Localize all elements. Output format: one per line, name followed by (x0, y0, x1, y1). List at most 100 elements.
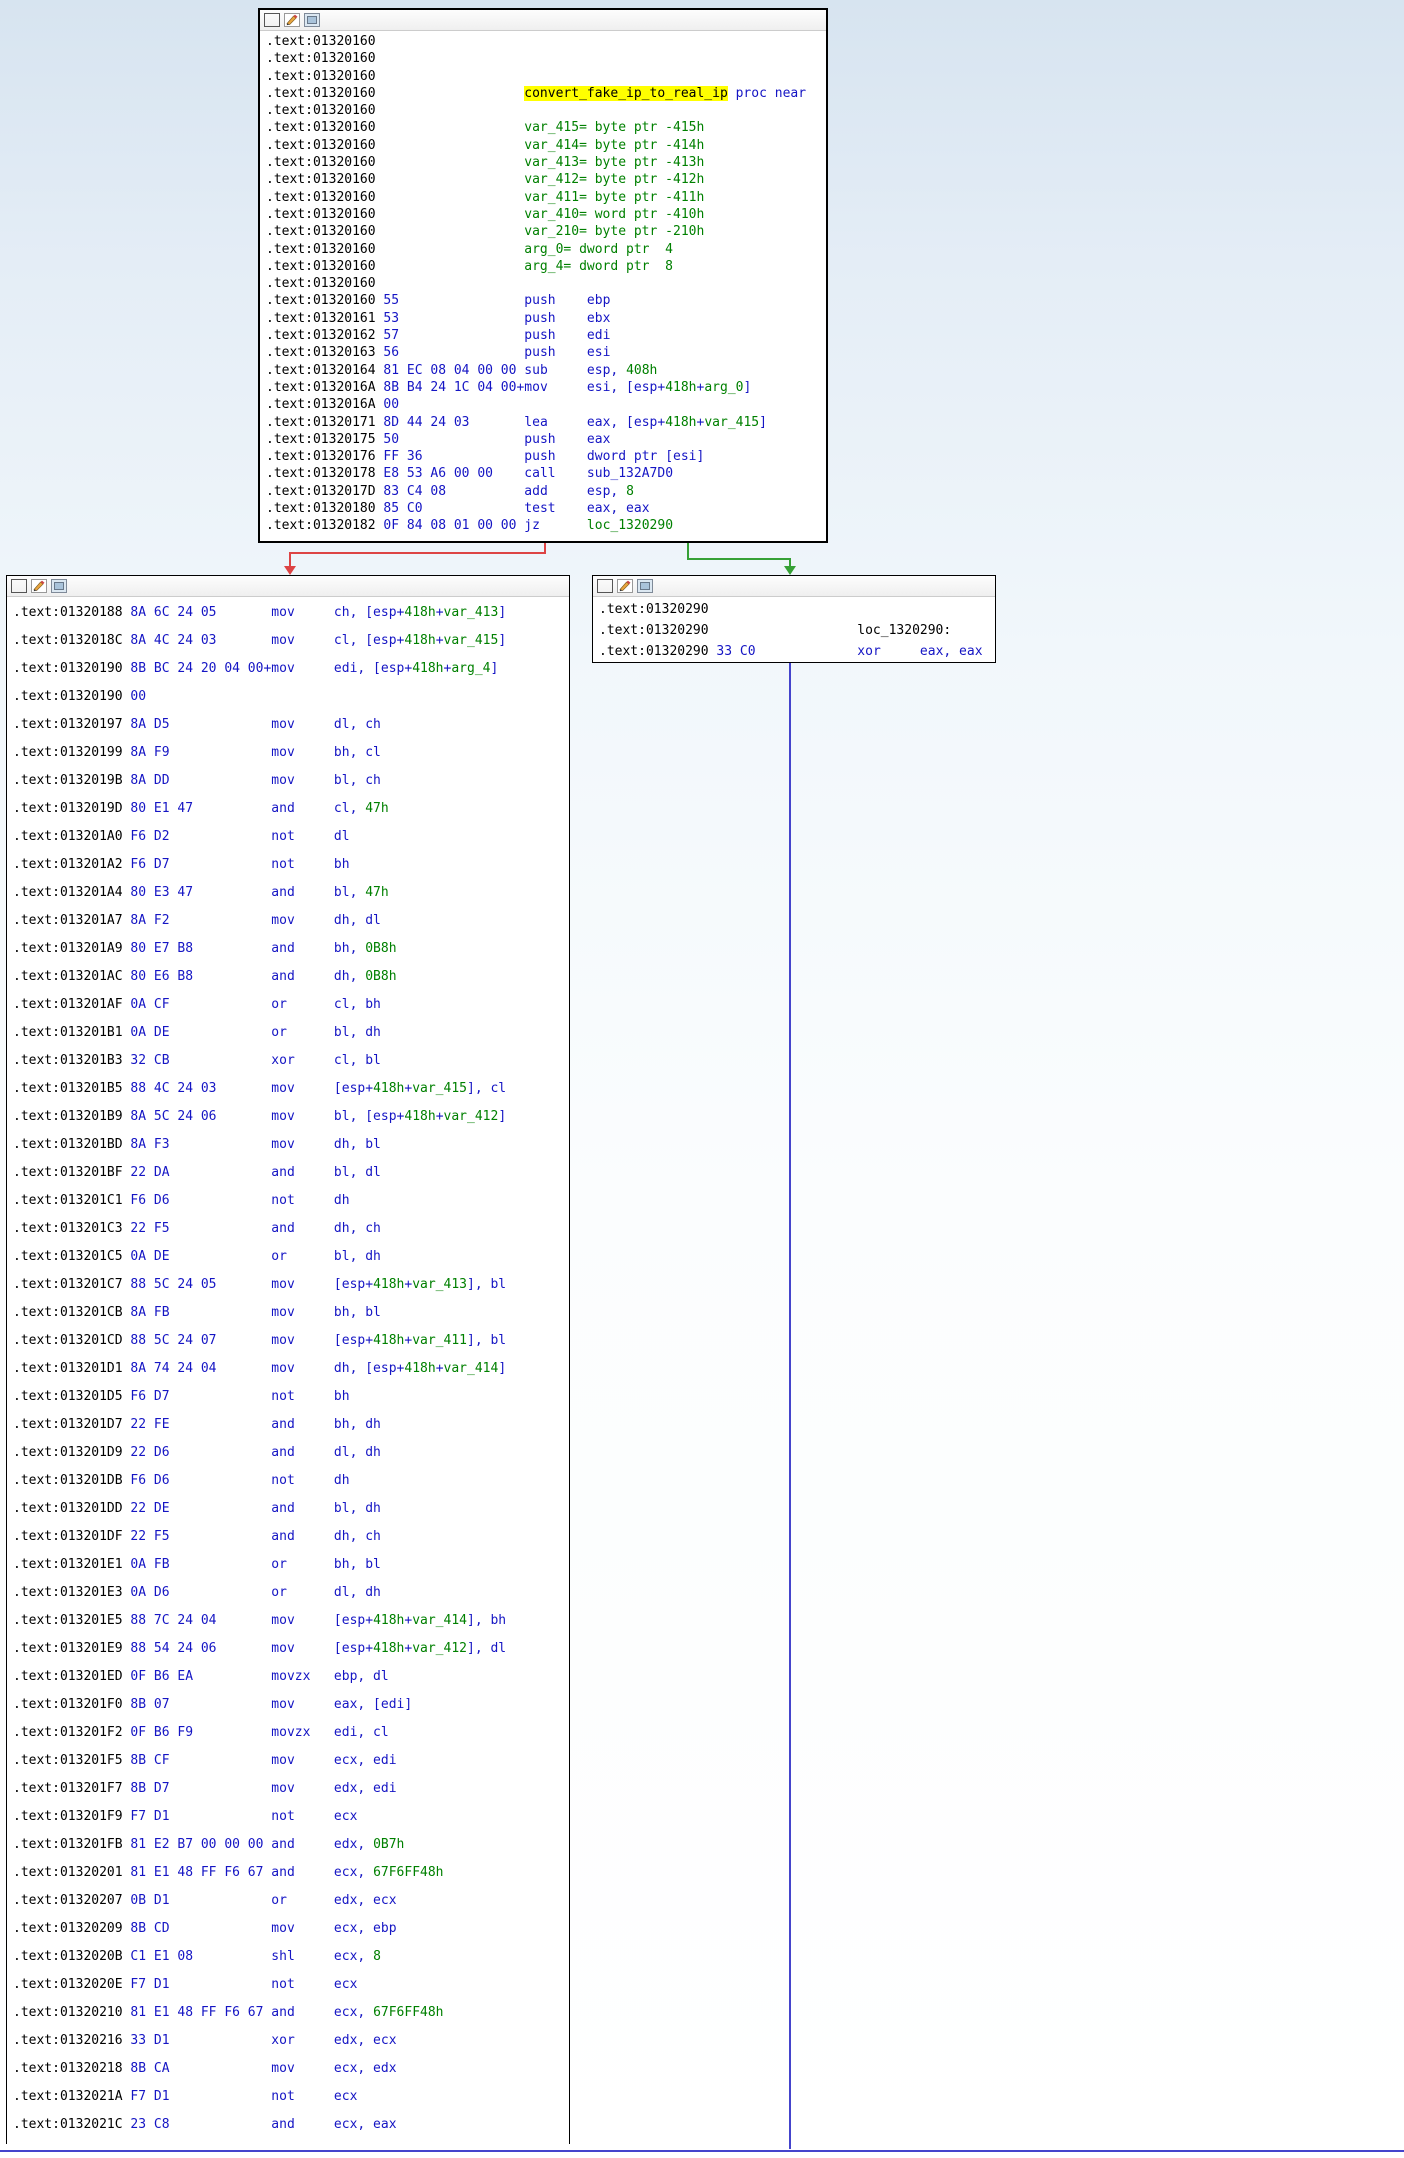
code-line[interactable]: .text:01320218 8B CA mov ecx, edx (13, 2055, 569, 2083)
code-line[interactable]: .text:01320160 var_415= byte ptr -415h (266, 119, 826, 136)
basic-block-fallthrough[interactable]: .text:01320188 8A 6C 24 05 mov ch, [esp+… (6, 575, 570, 2144)
code-line[interactable]: .text:013201F9 F7 D1 not ecx (13, 1803, 569, 1831)
code-line[interactable]: .text:013201BF 22 DA and bl, dl (13, 1159, 569, 1187)
code-line[interactable]: .text:0132020B C1 E1 08 shl ecx, 8 (13, 1943, 569, 1971)
node-edit-icon[interactable] (284, 13, 300, 27)
code-line[interactable]: .text:013201CB 8A FB mov bh, bl (13, 1299, 569, 1327)
code-line[interactable]: .text:0132016A 8B B4 24 1C 04 00+mov esi… (266, 379, 826, 396)
code-line[interactable]: .text:01320216 33 D1 xor edx, ecx (13, 2027, 569, 2055)
code-line[interactable]: .text:013201A4 80 E3 47 and bl, 47h (13, 879, 569, 907)
code-line[interactable]: .text:01320160 (266, 102, 826, 119)
code-line[interactable]: .text:01320162 57 push edi (266, 327, 826, 344)
code-line[interactable]: .text:0132020E F7 D1 not ecx (13, 1971, 569, 1999)
code-line[interactable]: .text:013201C3 22 F5 and dh, ch (13, 1215, 569, 1243)
code-line[interactable]: .text:01320160 var_413= byte ptr -413h (266, 154, 826, 171)
code-line[interactable]: .text:013201B5 88 4C 24 03 mov [esp+418h… (13, 1075, 569, 1103)
code-line[interactable]: .text:013201A2 F6 D7 not bh (13, 851, 569, 879)
code-line[interactable]: .text:013201F0 8B 07 mov eax, [edi] (13, 1691, 569, 1719)
node-titlebar[interactable] (7, 576, 569, 597)
code-line[interactable]: .text:01320188 8A 6C 24 05 mov ch, [esp+… (13, 599, 569, 627)
code-line[interactable]: .text:0132016A 00 (266, 396, 826, 413)
code-line[interactable]: .text:0132019D 80 E1 47 and cl, 47h (13, 795, 569, 823)
node-edit-icon[interactable] (31, 579, 47, 593)
code-line[interactable]: .text:013201C1 F6 D6 not dh (13, 1187, 569, 1215)
code-line[interactable]: .text:01320180 85 C0 test eax, eax (266, 500, 826, 517)
code-line[interactable]: .text:013201CD 88 5C 24 07 mov [esp+418h… (13, 1327, 569, 1355)
code-line[interactable]: .text:01320160 var_210= byte ptr -210h (266, 223, 826, 240)
code-line[interactable]: .text:013201D1 8A 74 24 04 mov dh, [esp+… (13, 1355, 569, 1383)
code-line[interactable]: .text:01320290 33 C0 xor eax, eax (599, 641, 995, 662)
code-line[interactable]: .text:013201FB 81 E2 B7 00 00 00 and edx… (13, 1831, 569, 1859)
code-line[interactable]: .text:0132018C 8A 4C 24 03 mov cl, [esp+… (13, 627, 569, 655)
code-line[interactable]: .text:013201D5 F6 D7 not bh (13, 1383, 569, 1411)
code-line[interactable]: .text:013201E1 0A FB or bh, bl (13, 1551, 569, 1579)
code-line[interactable]: .text:013201D7 22 FE and bh, dh (13, 1411, 569, 1439)
basic-block-entry[interactable]: .text:01320160.text:01320160.text:013201… (258, 8, 828, 543)
code-line[interactable]: .text:013201C5 0A DE or bl, dh (13, 1243, 569, 1271)
code-line[interactable]: .text:013201A9 80 E7 B8 and bh, 0B8h (13, 935, 569, 963)
code-line[interactable]: .text:01320160 var_410= word ptr -410h (266, 206, 826, 223)
node-color-icon[interactable] (11, 579, 27, 593)
node-frame-icon[interactable] (637, 579, 653, 593)
code-line[interactable]: .text:01320210 81 E1 48 FF F6 67 and ecx… (13, 1999, 569, 2027)
code-line[interactable]: .text:01320160 (266, 50, 826, 67)
code-line[interactable]: .text:01320160 var_414= byte ptr -414h (266, 137, 826, 154)
code-line[interactable]: .text:013201DF 22 F5 and dh, ch (13, 1523, 569, 1551)
code-line[interactable]: .text:01320190 8B BC 24 20 04 00+mov edi… (13, 655, 569, 683)
node-titlebar[interactable] (260, 10, 826, 31)
code-line[interactable]: .text:0132021C 23 C8 and ecx, eax (13, 2111, 569, 2139)
code-line[interactable]: .text:013201BD 8A F3 mov dh, bl (13, 1131, 569, 1159)
code-line[interactable]: .text:013201AF 0A CF or cl, bh (13, 991, 569, 1019)
code-line[interactable]: .text:0132021A F7 D1 not ecx (13, 2083, 569, 2111)
node-titlebar[interactable] (593, 576, 995, 597)
code-line[interactable]: .text:013201A7 8A F2 mov dh, dl (13, 907, 569, 935)
code-line[interactable]: .text:01320171 8D 44 24 03 lea eax, [esp… (266, 414, 826, 431)
code-line[interactable]: .text:01320197 8A D5 mov dl, ch (13, 711, 569, 739)
code-line[interactable]: .text:01320175 50 push eax (266, 431, 826, 448)
node-edit-icon[interactable] (617, 579, 633, 593)
code-line[interactable]: .text:01320160 (266, 275, 826, 292)
code-line[interactable]: .text:01320290 (599, 599, 995, 620)
node-color-icon[interactable] (264, 13, 280, 27)
code-line[interactable]: .text:013201F7 8B D7 mov edx, edi (13, 1775, 569, 1803)
code-line[interactable]: .text:01320209 8B CD mov ecx, ebp (13, 1915, 569, 1943)
node-frame-icon[interactable] (51, 579, 67, 593)
code-line[interactable]: .text:013201E9 88 54 24 06 mov [esp+418h… (13, 1635, 569, 1663)
code-line[interactable]: .text:01320176 FF 36 push dword ptr [esi… (266, 448, 826, 465)
node-color-icon[interactable] (597, 579, 613, 593)
code-line[interactable]: .text:01320164 81 EC 08 04 00 00 sub esp… (266, 362, 826, 379)
code-line[interactable]: .text:013201B3 32 CB xor cl, bl (13, 1047, 569, 1075)
code-line[interactable]: .text:01320178 E8 53 A6 00 00 call sub_1… (266, 465, 826, 482)
code-line[interactable]: .text:01320160 arg_4= dword ptr 8 (266, 258, 826, 275)
code-line[interactable]: .text:01320161 53 push ebx (266, 310, 826, 327)
code-line[interactable]: .text:013201B9 8A 5C 24 06 mov bl, [esp+… (13, 1103, 569, 1131)
code-line[interactable]: .text:013201C7 88 5C 24 05 mov [esp+418h… (13, 1271, 569, 1299)
code-line[interactable]: .text:01320160 arg_0= dword ptr 4 (266, 241, 826, 258)
code-line[interactable]: .text:013201A0 F6 D2 not dl (13, 823, 569, 851)
basic-block-jump-target[interactable]: .text:01320290.text:01320290 loc_1320290… (592, 575, 996, 663)
code-line[interactable]: .text:013201ED 0F B6 EA movzx ebp, dl (13, 1663, 569, 1691)
code-line[interactable]: .text:013201E5 88 7C 24 04 mov [esp+418h… (13, 1607, 569, 1635)
code-line[interactable]: .text:013201D9 22 D6 and dl, dh (13, 1439, 569, 1467)
code-line[interactable]: .text:01320160 var_412= byte ptr -412h (266, 171, 826, 188)
code-line[interactable]: .text:013201DD 22 DE and bl, dh (13, 1495, 569, 1523)
node-frame-icon[interactable] (304, 13, 320, 27)
code-line[interactable]: .text:01320207 0B D1 or edx, ecx (13, 1887, 569, 1915)
code-line[interactable]: .text:0132017D 83 C4 08 add esp, 8 (266, 483, 826, 500)
code-line[interactable]: .text:01320160 (266, 33, 826, 50)
code-line[interactable]: .text:013201F5 8B CF mov ecx, edi (13, 1747, 569, 1775)
code-line[interactable]: .text:013201B1 0A DE or bl, dh (13, 1019, 569, 1047)
code-line[interactable]: .text:013201AC 80 E6 B8 and dh, 0B8h (13, 963, 569, 991)
code-line[interactable]: .text:01320290 loc_1320290: (599, 620, 995, 641)
code-line[interactable]: .text:01320160 55 push ebp (266, 292, 826, 309)
code-line[interactable]: .text:01320201 81 E1 48 FF F6 67 and ecx… (13, 1859, 569, 1887)
code-line[interactable]: .text:01320199 8A F9 mov bh, cl (13, 739, 569, 767)
code-line[interactable]: .text:013201E3 0A D6 or dl, dh (13, 1579, 569, 1607)
code-line[interactable]: .text:01320160 var_411= byte ptr -411h (266, 189, 826, 206)
code-line[interactable]: .text:01320163 56 push esi (266, 344, 826, 361)
code-line[interactable]: .text:013201DB F6 D6 not dh (13, 1467, 569, 1495)
code-line[interactable]: .text:01320160 (266, 68, 826, 85)
code-line[interactable]: .text:0132019B 8A DD mov bl, ch (13, 767, 569, 795)
code-line[interactable]: .text:013201F2 0F B6 F9 movzx edi, cl (13, 1719, 569, 1747)
